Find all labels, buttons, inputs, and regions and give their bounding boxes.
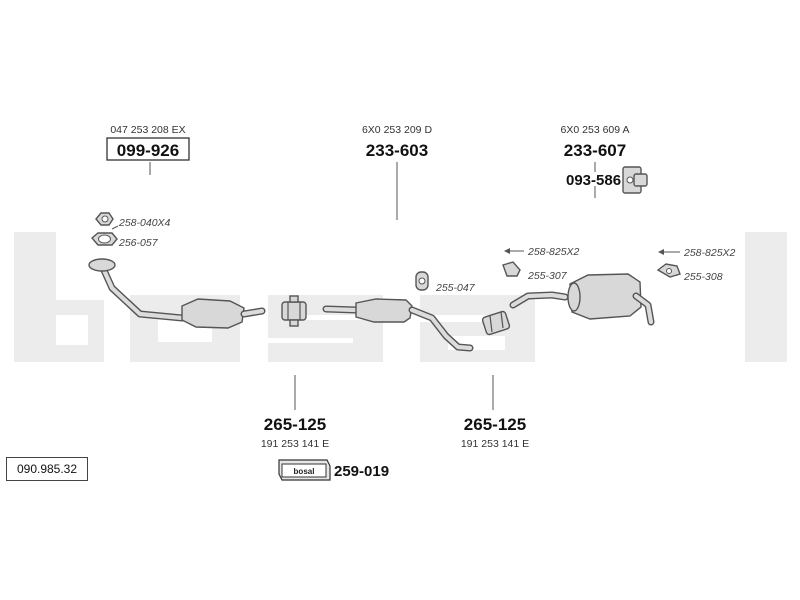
gasket-icon [91,232,118,246]
part-number: 233-603 [366,141,428,160]
pipe-flange [88,258,116,272]
rear-silencer [509,273,655,326]
bosal-product-box [278,459,331,481]
fitting-ref: 258-040X4 [118,217,171,229]
catalog-number: 090.985.32 [6,457,88,481]
nut-icon [95,212,114,226]
fitting-ref: 255-047 [435,282,476,294]
oe-number: 191 253 141 E [461,438,529,450]
fitting-ref: 256-057 [118,237,159,249]
arrow-left-icon [658,249,680,255]
oe-number: 6X0 253 209 D [362,124,432,136]
pipe-clamp [481,310,511,336]
part-number: 265-125 [464,415,526,434]
pipe-clamp [281,295,307,327]
part-number: 099-926 [117,141,179,160]
bosal-box-label: bosal [294,467,315,476]
fitting-ref: 258-825X2 [683,247,736,259]
leader-line [111,225,119,230]
fitting-ref: 255-307 [527,270,568,282]
oe-number: 047 253 208 EX [110,124,185,136]
centre-silencer [322,298,474,352]
mounting-kit-icon [622,166,648,194]
front-pipe-catalytic-converter [88,258,266,329]
fitting-ref: 255-308 [683,271,723,283]
hanger-rubber [415,271,429,291]
hanger-bracket [656,263,681,278]
oe-number: 6X0 253 609 A [561,124,630,136]
part-number-box [106,137,190,161]
oe-number: 191 253 141 E [261,438,329,450]
arrow-left-icon [504,248,524,254]
part-number: 265-125 [264,415,326,434]
catalytic-converter [181,298,245,329]
fitting-ref: 258-825X2 [527,246,580,258]
part-number: 259-019 [334,463,389,480]
part-number: 233-607 [564,141,626,160]
part-number: 093-586 [566,172,621,189]
hanger-bracket [502,261,521,277]
